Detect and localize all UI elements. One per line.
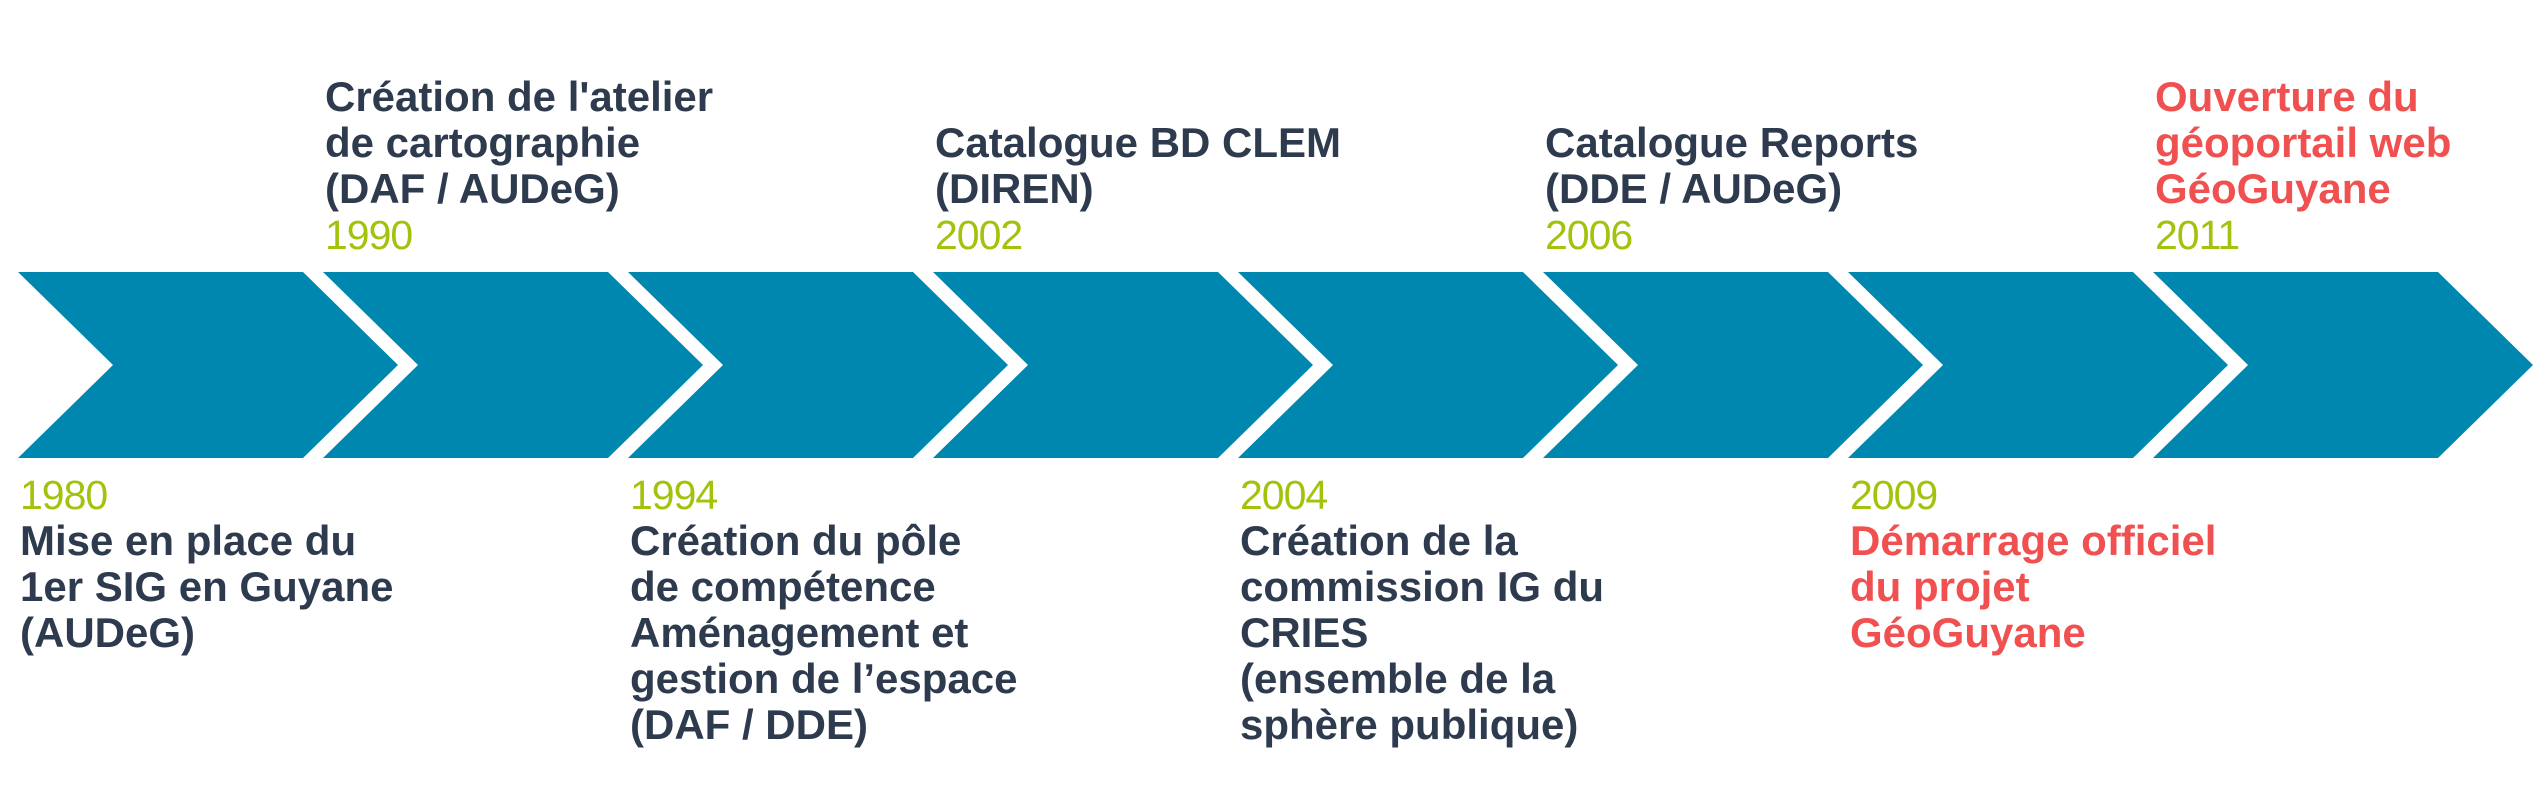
timeline-chevron-1 (18, 272, 398, 458)
timeline-event-2002: Catalogue BD CLEM(DIREN)2002 (935, 120, 1341, 259)
event-description-line: Ouverture du (2155, 73, 2419, 120)
event-year: 2011 (2155, 212, 2240, 258)
event-description-line: (DAF / AUDeG) (325, 165, 620, 212)
event-description-line: commission IG du (1240, 563, 1605, 610)
event-description-line: (AUDeG) (20, 609, 195, 656)
event-description-line: de compétence (630, 563, 936, 610)
event-description-line: GéoGuyane (2155, 165, 2391, 212)
event-year: 1990 (325, 212, 413, 258)
event-year: 2009 (1850, 472, 1938, 518)
event-description-line: (DIREN) (935, 165, 1094, 212)
timeline-event-2006: Catalogue Reports(DDE / AUDeG)2006 (1545, 120, 1918, 259)
event-description-line: gestion de l’espace (630, 655, 1018, 702)
event-description-line: Catalogue BD CLEM (935, 119, 1342, 166)
event-description-line: Démarrage officiel (1850, 517, 2217, 564)
event-year: 2002 (935, 212, 1023, 258)
event-description-line: du projet (1850, 563, 2030, 610)
event-description: Catalogue BD CLEM(DIREN) (935, 120, 1341, 212)
event-description-line: Aménagement et (630, 609, 969, 656)
timeline-chevron-8 (2153, 272, 2533, 458)
event-description-line: Création du pôle (630, 517, 962, 564)
event-description: Catalogue Reports(DDE / AUDeG) (1545, 120, 1918, 212)
timeline-chevron-3 (628, 272, 1008, 458)
timeline-chevron-7 (1848, 272, 2228, 458)
event-description-line: Catalogue Reports (1545, 119, 1919, 166)
event-year: 1980 (20, 472, 108, 518)
event-description-line: (DDE / AUDeG) (1545, 165, 1843, 212)
event-description-line: (ensemble de la (1240, 655, 1556, 702)
event-description-line: (DAF / DDE) (630, 701, 868, 748)
event-description-line: GéoGuyane (1850, 609, 2086, 656)
event-description-line: Mise en place du (20, 517, 357, 564)
event-year: 1994 (630, 472, 718, 518)
event-description-line: sphère publique) (1240, 701, 1579, 748)
event-description-line: CRIES (1240, 609, 1369, 656)
event-description-line: Création de la (1240, 517, 1518, 564)
event-description-line: 1er SIG en Guyane (20, 563, 394, 610)
event-year: 2004 (1240, 472, 1328, 518)
timeline-chevron-4 (933, 272, 1313, 458)
event-description-line: géoportail web (2155, 119, 2452, 166)
event-year: 2006 (1545, 212, 1633, 258)
event-description-line: Création de l'atelier (325, 73, 714, 120)
event-description-line: de cartographie (325, 119, 641, 166)
timeline-chevron-2 (323, 272, 703, 458)
timeline-chevron-5 (1238, 272, 1618, 458)
timeline-chevron-6 (1543, 272, 1923, 458)
